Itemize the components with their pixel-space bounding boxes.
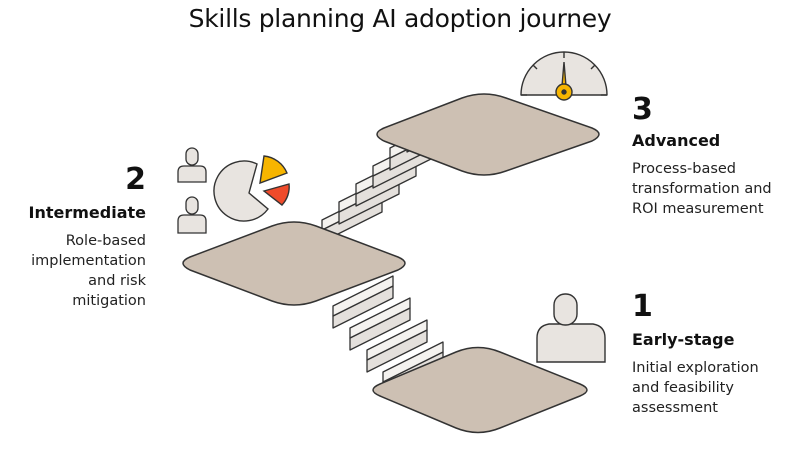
diagram-title: Skills planning AI adoption journey <box>188 4 612 33</box>
stage-3-number: 3 <box>632 92 653 127</box>
stage-1-description: Initial exploration and feasibility asse… <box>632 360 759 416</box>
stage-2-name: Intermediate <box>28 203 147 222</box>
pie-chart-icon <box>213 155 290 222</box>
gauge-icon <box>520 51 608 101</box>
person-icon <box>177 196 207 234</box>
person-icon <box>536 293 606 363</box>
platform-stage-3 <box>376 93 600 176</box>
stair-step <box>366 319 428 373</box>
stage-3-description: Process-based transformation and ROI mea… <box>632 161 772 217</box>
stage-3-name: Advanced <box>632 131 721 150</box>
person-icon <box>177 147 207 183</box>
stage-1-name: Early-stage <box>632 330 735 349</box>
stage-1-number: 1 <box>632 289 653 324</box>
stage-2-description: Role-based implementation and risk mitig… <box>31 233 146 309</box>
stair-step <box>332 275 394 329</box>
lower-staircase <box>332 275 444 393</box>
stage-2-number: 2 <box>125 162 146 197</box>
platform-stage-2 <box>182 221 406 306</box>
platform-stage-1 <box>372 346 588 434</box>
stair-step <box>349 297 411 351</box>
